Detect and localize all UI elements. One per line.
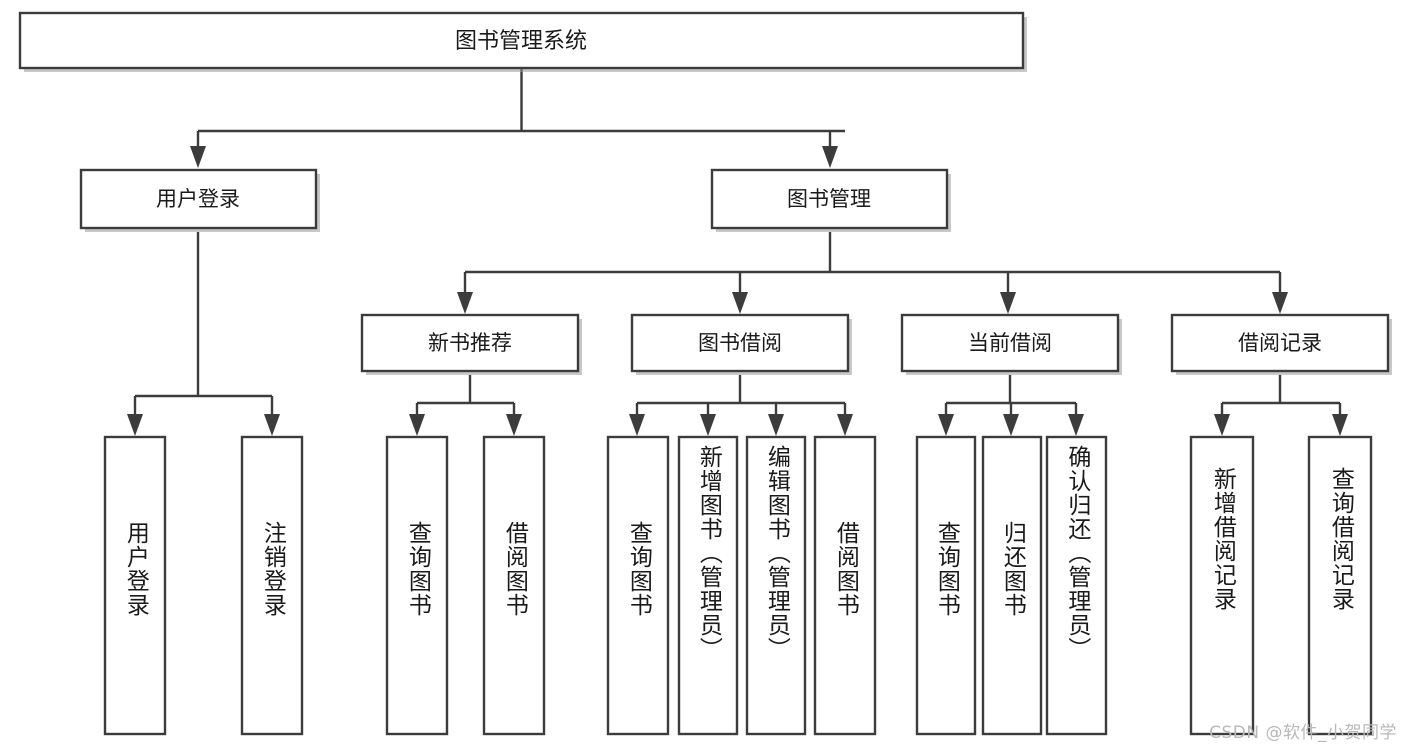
arrow-cb-to-query-book xyxy=(938,414,954,436)
leaf-box-user-login[interactable] xyxy=(103,435,167,736)
leaf-box-query-book-3[interactable] xyxy=(915,435,977,736)
node-borrow-record[interactable]: 借阅记录 xyxy=(1170,313,1392,375)
leaf-box-confirm-return[interactable] xyxy=(1045,435,1108,736)
leaf-box-borrow-book-2[interactable] xyxy=(813,435,877,736)
arrow-bm-to-current-borrow xyxy=(1000,292,1016,314)
connector-group-current-borrow xyxy=(938,375,1084,436)
node-book-borrow[interactable]: 图书借阅 xyxy=(630,313,852,375)
connector-group-book-borrow xyxy=(629,375,853,436)
connector-group-root xyxy=(190,68,845,168)
leaf-boxes xyxy=(103,435,1373,736)
leaf-box-edit-book[interactable] xyxy=(745,435,807,736)
leaf-box-add-book[interactable] xyxy=(677,435,739,736)
node-book-manage-box xyxy=(710,168,949,230)
connector-group-new-book-rec xyxy=(409,375,522,436)
leaf-box-query-record[interactable] xyxy=(1307,435,1373,736)
arrow-bb-to-add-book xyxy=(700,414,716,436)
arrow-bm-to-borrow-record xyxy=(1272,292,1288,314)
leaf-box-query-book-1[interactable] xyxy=(385,435,449,736)
arrow-bb-to-query-book xyxy=(629,414,645,436)
arrow-nbr-to-borrow-book xyxy=(506,414,522,436)
node-book-manage-label: 图书管理 xyxy=(787,187,871,211)
node-book-borrow-label: 图书借阅 xyxy=(698,331,782,355)
arrow-bb-to-edit-book xyxy=(768,414,784,436)
arrow-ul-to-leaf-user-login xyxy=(127,414,143,436)
arrow-cb-to-confirm-return xyxy=(1068,414,1084,436)
arrow-cb-to-return-book xyxy=(1003,414,1019,436)
node-new-book-rec[interactable]: 新书推荐 xyxy=(360,313,582,375)
leaf-box-return-book[interactable] xyxy=(981,435,1043,736)
arrow-br-to-query-record xyxy=(1332,414,1348,436)
arrow-bm-to-new-book-rec xyxy=(457,292,473,314)
connector-group-user-login xyxy=(127,232,280,436)
node-book-borrow-box xyxy=(630,313,850,373)
node-new-book-rec-label: 新书推荐 xyxy=(428,331,512,355)
node-root[interactable]: 图书管理系统 xyxy=(18,11,1027,72)
connector-group-borrow-record xyxy=(1214,375,1348,436)
node-borrow-record-box xyxy=(1170,313,1390,373)
connector-group-book-manage xyxy=(457,232,1288,314)
arrow-ul-to-leaf-user-logout xyxy=(264,414,280,436)
leaf-box-user-logout[interactable] xyxy=(240,435,304,736)
node-current-borrow[interactable]: 当前借阅 xyxy=(900,313,1122,375)
csdn-watermark: CSDN @软件_小贺同学 xyxy=(1209,723,1397,743)
node-user-login-label: 用户登录 xyxy=(156,187,240,211)
leaf-box-query-book-2[interactable] xyxy=(606,435,670,736)
node-book-manage[interactable]: 图书管理 xyxy=(710,168,951,232)
arrow-br-to-add-record xyxy=(1214,414,1230,436)
arrow-root-to-book-manage xyxy=(822,146,838,168)
node-root-label: 图书管理系统 xyxy=(455,29,587,54)
node-user-login-box xyxy=(79,168,318,230)
node-current-borrow-box xyxy=(900,313,1120,373)
leaf-box-borrow-book-1[interactable] xyxy=(482,435,546,736)
leaf-box-add-record[interactable] xyxy=(1189,435,1255,736)
arrow-nbr-to-query-book xyxy=(409,414,425,436)
arrow-root-to-user-login xyxy=(190,146,206,168)
node-user-login[interactable]: 用户登录 xyxy=(79,168,320,232)
node-current-borrow-label: 当前借阅 xyxy=(968,331,1052,355)
arrow-bm-to-book-borrow xyxy=(732,292,748,314)
arrow-bb-to-borrow-book xyxy=(837,414,853,436)
node-borrow-record-label: 借阅记录 xyxy=(1238,331,1322,355)
node-root-box xyxy=(18,11,1025,70)
node-new-book-rec-box xyxy=(360,313,580,373)
